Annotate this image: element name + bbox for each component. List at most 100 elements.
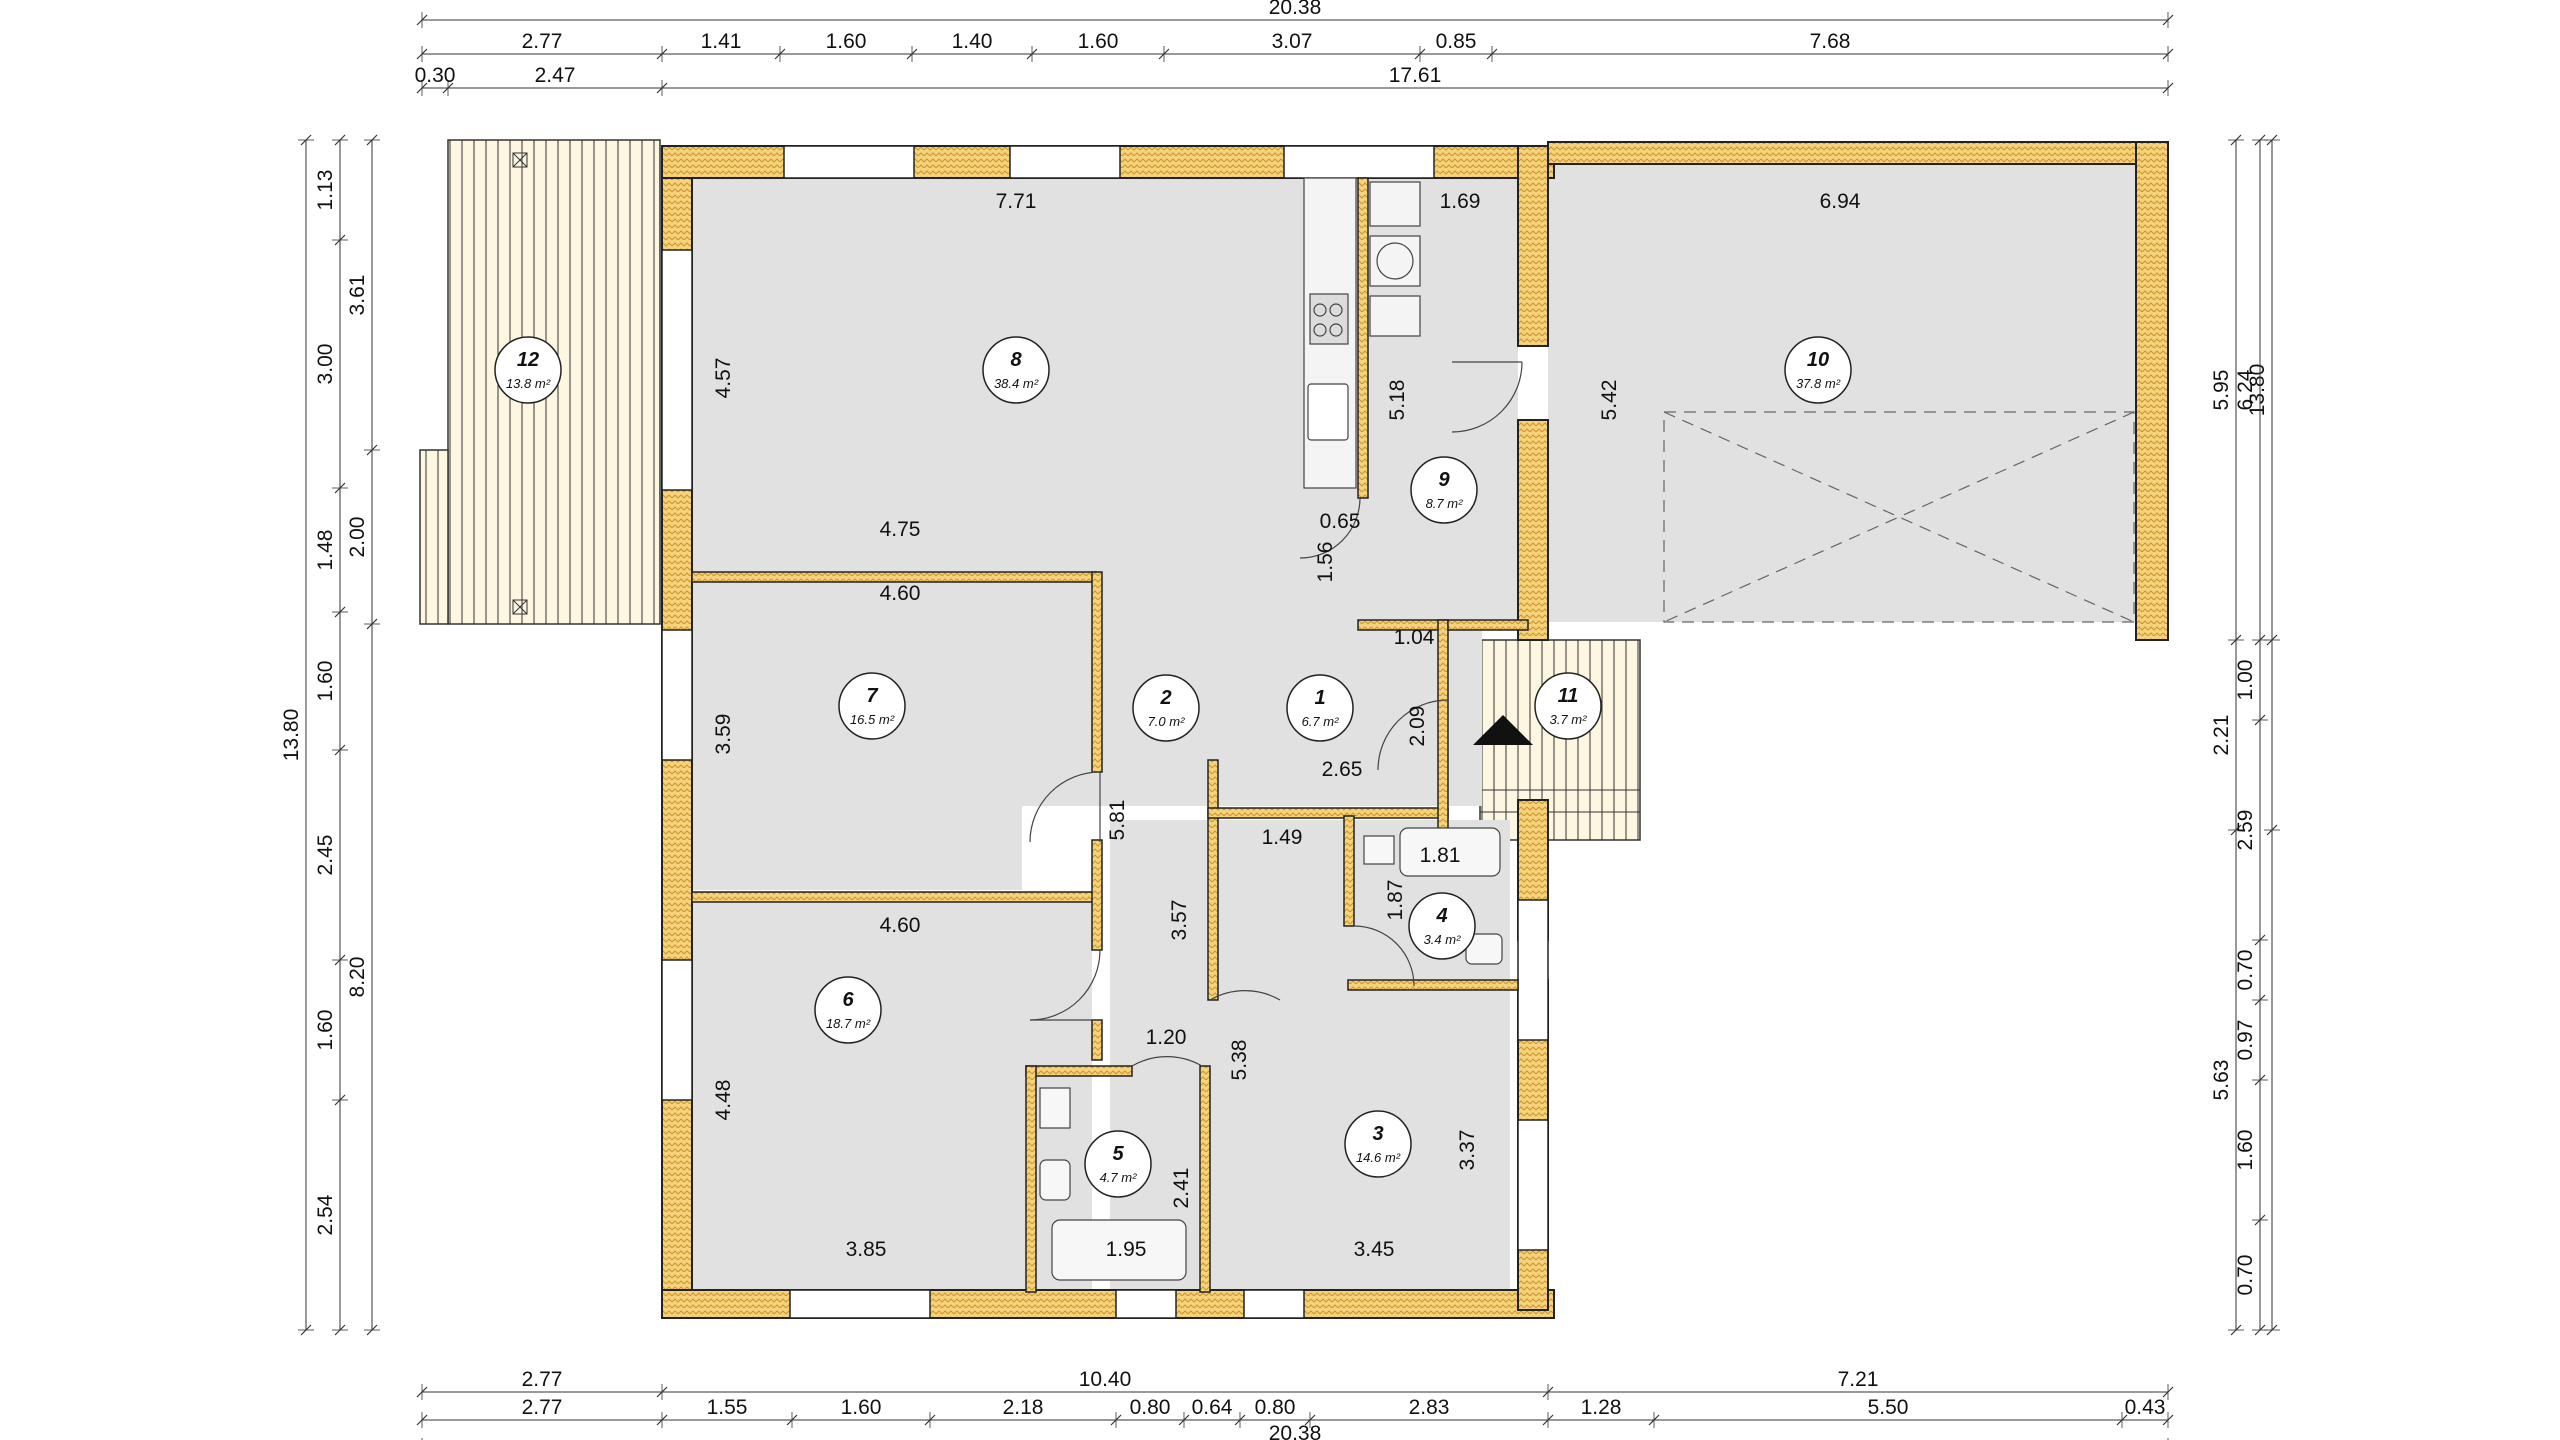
dimension-label: 5.63 — [2210, 1060, 2233, 1101]
interior-dimension-label: 1.49 — [1262, 826, 1303, 849]
dimension-label: 0.80 — [1130, 1396, 1171, 1419]
exterior-walls — [661, 141, 2169, 1319]
interior-dimension-label: 4.60 — [880, 582, 921, 605]
room-number: 5 — [1112, 1143, 1124, 1165]
room-marker-circle — [1132, 674, 1200, 742]
interior-dimension-label: 2.09 — [1406, 706, 1429, 747]
dimension-label: 1.60 — [314, 661, 337, 702]
interior-dimension-label: 3.59 — [712, 714, 735, 755]
dimension-label: 2.83 — [1409, 1396, 1450, 1419]
dimension-label: 2.77 — [522, 1396, 563, 1419]
dim-right-inner: 5.952.215.63 — [2210, 134, 2244, 1336]
dimension-label: 2.59 — [2234, 810, 2257, 851]
room-marker-circle — [1534, 672, 1602, 740]
room-area: 6.7 m² — [1302, 714, 1340, 729]
room-marker-circle — [982, 336, 1050, 404]
interior-dimension-label: 3.57 — [1168, 900, 1191, 941]
interior-dimension-label: 3.37 — [1456, 1130, 1479, 1171]
entrance-arrow-icon — [1473, 715, 1533, 745]
interior-dimension-label: 6.94 — [1820, 190, 1861, 213]
dimension-label: 2.77 — [522, 1368, 563, 1391]
dimension-label: 2.47 — [535, 64, 576, 87]
interior-dimension-label: 0.65 — [1320, 510, 1361, 533]
dimension-label: 1.48 — [314, 530, 337, 571]
room-number: 1 — [1314, 687, 1325, 709]
room-marker-circle — [1084, 1130, 1152, 1198]
room-area: 18.7 m² — [826, 1016, 871, 1031]
dimension-label: 0.85 — [1436, 30, 1477, 53]
dimension-label: 13.80 — [2246, 364, 2269, 417]
laundry-fixtures — [1369, 181, 1421, 337]
room-area: 37.8 m² — [1796, 376, 1841, 391]
dim-right-overall: 13.80 — [2246, 134, 2280, 1336]
room-number: 11 — [1558, 685, 1579, 707]
bathroom-5-fixtures — [1039, 1087, 1187, 1281]
room-number: 4 — [1435, 905, 1447, 927]
dimension-label: 1.40 — [952, 30, 993, 53]
room-marker-1: 1 6.7 m² — [1286, 674, 1354, 742]
dimension-label: 2.77 — [522, 30, 563, 53]
dimension-label: 3.07 — [1272, 30, 1313, 53]
room-marker-circle — [1784, 336, 1852, 404]
dimension-label: 3.61 — [346, 275, 369, 316]
room-area: 3.4 m² — [1424, 932, 1462, 947]
interior-dimension-label: 5.81 — [1106, 800, 1129, 841]
room-marker-circle — [1410, 456, 1478, 524]
room-marker-6: 6 18.7 m² — [814, 976, 882, 1044]
dimension-label: 0.70 — [2234, 1255, 2257, 1296]
room-marker-circle — [814, 976, 882, 1044]
dim-left-overall: 13.80 — [280, 134, 314, 1336]
dimension-label: 13.80 — [280, 709, 303, 762]
room-marker-circle — [494, 336, 562, 404]
garage-car-outline — [1663, 411, 2135, 623]
interior-dimension-label: 5.42 — [1598, 380, 1621, 421]
bathroom-4-fixtures — [1363, 827, 1503, 965]
dimension-label: 5.95 — [2210, 370, 2233, 411]
interior-dimension-label: 3.45 — [1354, 1238, 1395, 1261]
dimension-label: 2.45 — [314, 835, 337, 876]
dimension-label: 0.80 — [1255, 1396, 1296, 1419]
interior-dimension-label: 1.04 — [1394, 626, 1435, 649]
room-area: 14.6 m² — [1356, 1150, 1401, 1165]
room-number: 7 — [866, 685, 878, 707]
dimension-label: 1.00 — [2234, 660, 2257, 701]
interior-dimension-label: 1.69 — [1440, 190, 1481, 213]
room-marker-9: 98.7 m² — [1410, 456, 1478, 524]
room-marker-11: 113.7 m² — [1534, 672, 1602, 740]
room-number: 8 — [1010, 349, 1022, 371]
room-number: 10 — [1807, 349, 1829, 371]
door-swings — [1029, 361, 1523, 1067]
room-area: 8.7 m² — [1426, 496, 1464, 511]
room-number: 2 — [1159, 687, 1171, 709]
room-number: 6 — [842, 989, 854, 1011]
dimension-label: 1.60 — [314, 1010, 337, 1051]
dimension-label: 2.00 — [346, 517, 369, 558]
dimension-label: 2.18 — [1003, 1396, 1044, 1419]
room-area: 7.0 m² — [1148, 714, 1186, 729]
room-marker-10: 10 37.8 m² — [1784, 336, 1852, 404]
interior-dimension-label: 4.60 — [880, 914, 921, 937]
room-marker-4: 4 3.4 m² — [1408, 892, 1476, 960]
interior-dimension-label: 1.56 — [1314, 542, 1337, 583]
interior-dimension-label: 1.95 — [1106, 1238, 1147, 1261]
dimension-label: 5.50 — [1868, 1396, 1909, 1419]
dimension-label: 0.70 — [2234, 950, 2257, 991]
dimension-label: 7.68 — [1810, 30, 1851, 53]
interior-dimension-label: 4.57 — [712, 358, 735, 399]
kitchen-counter — [1303, 177, 1357, 489]
room-marker-7: 716.5 m² — [838, 672, 906, 740]
room-marker-circle — [1408, 892, 1476, 960]
room-area: 13.8 m² — [506, 376, 551, 391]
room-marker-circle — [1286, 674, 1354, 742]
room-area: 38.4 m² — [994, 376, 1039, 391]
dimension-label: 1.41 — [701, 30, 742, 53]
dimension-label: 6.24 — [2234, 369, 2257, 410]
dimension-label: 0.43 — [2125, 1396, 2166, 1419]
interior-dimension-label: 1.81 — [1420, 844, 1461, 867]
